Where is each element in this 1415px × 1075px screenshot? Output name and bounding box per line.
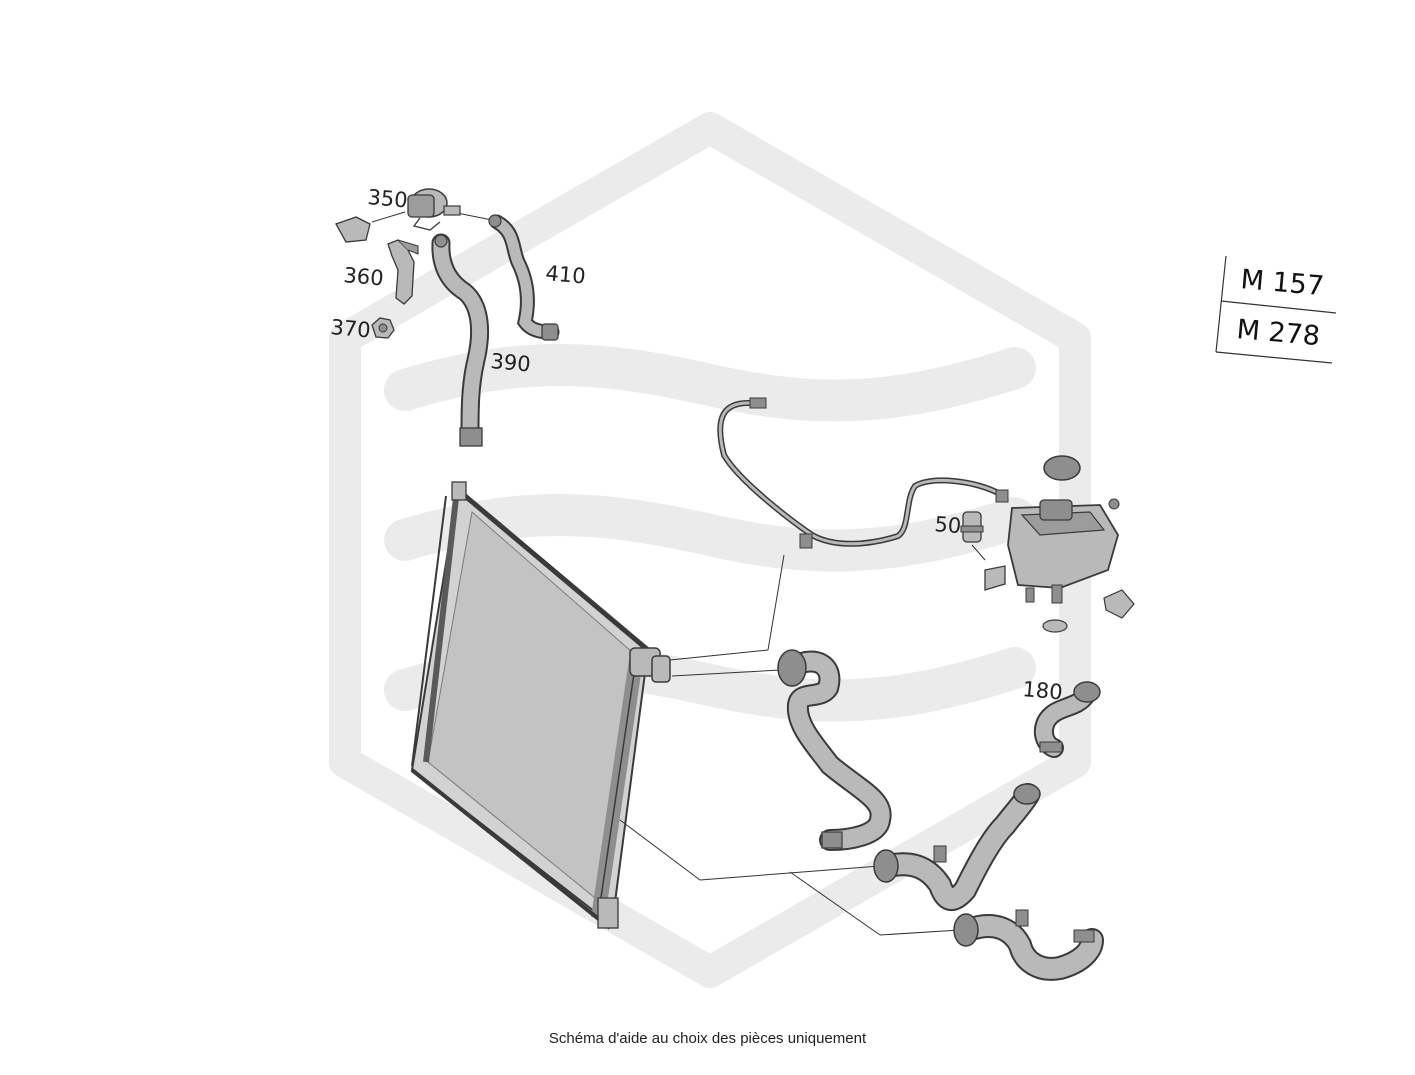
part-180-hose[interactable] bbox=[1033, 681, 1101, 758]
callout-390[interactable]: 390 bbox=[490, 349, 532, 376]
part-370-nut[interactable] bbox=[371, 317, 395, 339]
tank-seal bbox=[1042, 619, 1068, 633]
callout-410[interactable]: 410 bbox=[545, 261, 587, 288]
callout-370[interactable]: 370 bbox=[330, 315, 372, 342]
upper-radiator-hose[interactable] bbox=[777, 649, 892, 851]
callout-350[interactable]: 350 bbox=[367, 185, 409, 212]
leader-lines bbox=[619, 544, 986, 936]
diagram-caption: Schéma d'aide au choix des pièces unique… bbox=[548, 1030, 867, 1047]
engine-box-divider-middle bbox=[1220, 300, 1337, 314]
engine-code-box: M 157 M 278 bbox=[1215, 255, 1337, 364]
callout-50[interactable]: 50 bbox=[934, 512, 963, 538]
part-350-water-pump[interactable] bbox=[335, 188, 493, 243]
engine-code-m278: M 278 bbox=[1235, 314, 1321, 352]
part-50-cap[interactable] bbox=[960, 511, 984, 543]
lower-hose-assembly-2[interactable] bbox=[953, 909, 1104, 981]
lower-hose-assembly-1[interactable] bbox=[873, 783, 1041, 911]
part-410-hose[interactable] bbox=[488, 214, 560, 341]
engine-code-m157: M 157 bbox=[1239, 264, 1325, 302]
radiator[interactable] bbox=[410, 481, 671, 930]
vent-line[interactable] bbox=[717, 397, 1009, 549]
engine-box-divider-vertical bbox=[1215, 255, 1227, 353]
engine-box-divider-bottom bbox=[1215, 351, 1333, 364]
callout-180[interactable]: 180 bbox=[1022, 677, 1064, 704]
pump-grommet bbox=[335, 216, 371, 243]
part-360-bracket[interactable] bbox=[387, 239, 419, 305]
tank-grommet bbox=[1103, 589, 1135, 619]
tank-cap[interactable] bbox=[1043, 455, 1081, 481]
callout-360[interactable]: 360 bbox=[343, 263, 385, 290]
expansion-tank[interactable] bbox=[984, 455, 1135, 633]
part-390-hose[interactable] bbox=[431, 233, 490, 447]
